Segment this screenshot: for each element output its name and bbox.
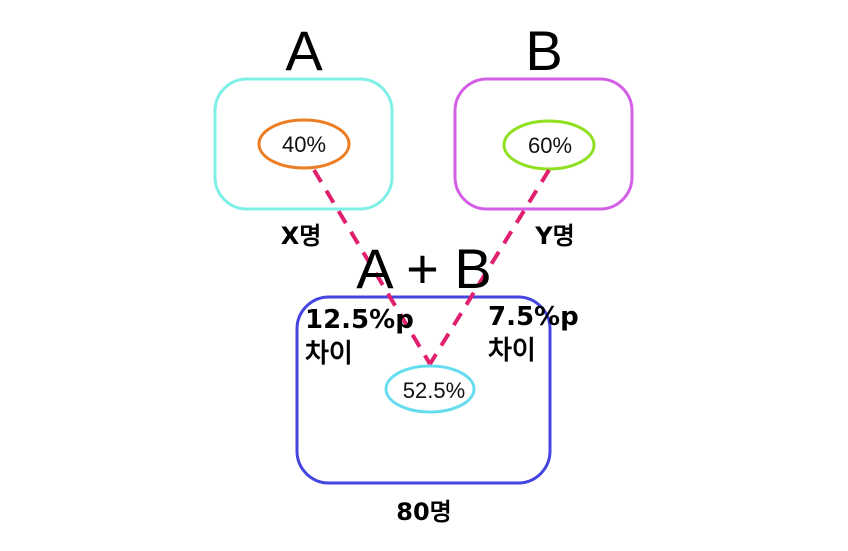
group-b-percent: 60% (528, 133, 572, 158)
combined-box (295, 295, 552, 485)
group-a-percent: 40% (282, 132, 326, 157)
combined-percent: 52.5% (403, 378, 465, 403)
group-a-percent-ellipse (257, 118, 351, 170)
combined-title: A + B (356, 237, 491, 300)
left-difference-label: 차이 (305, 339, 353, 369)
group-b-percent-ellipse (502, 119, 596, 171)
dashed-line-b-to-combined (428, 168, 551, 366)
dashed-line-a-to-combined (312, 168, 432, 366)
group-b-count: Y명 (534, 222, 574, 250)
right-difference-label: 차이 (488, 336, 536, 366)
right-difference-value: 7.5%p (488, 302, 579, 332)
combined-percent-ellipse (384, 364, 476, 414)
group-a-count: X명 (281, 222, 322, 250)
group-b-box (453, 77, 634, 211)
combined-count: 80명 (396, 498, 451, 526)
left-difference-value: 12.5%p (305, 305, 414, 335)
group-a-box (213, 77, 394, 211)
group-a-title: A (285, 19, 323, 82)
group-b-title: B (525, 19, 562, 82)
